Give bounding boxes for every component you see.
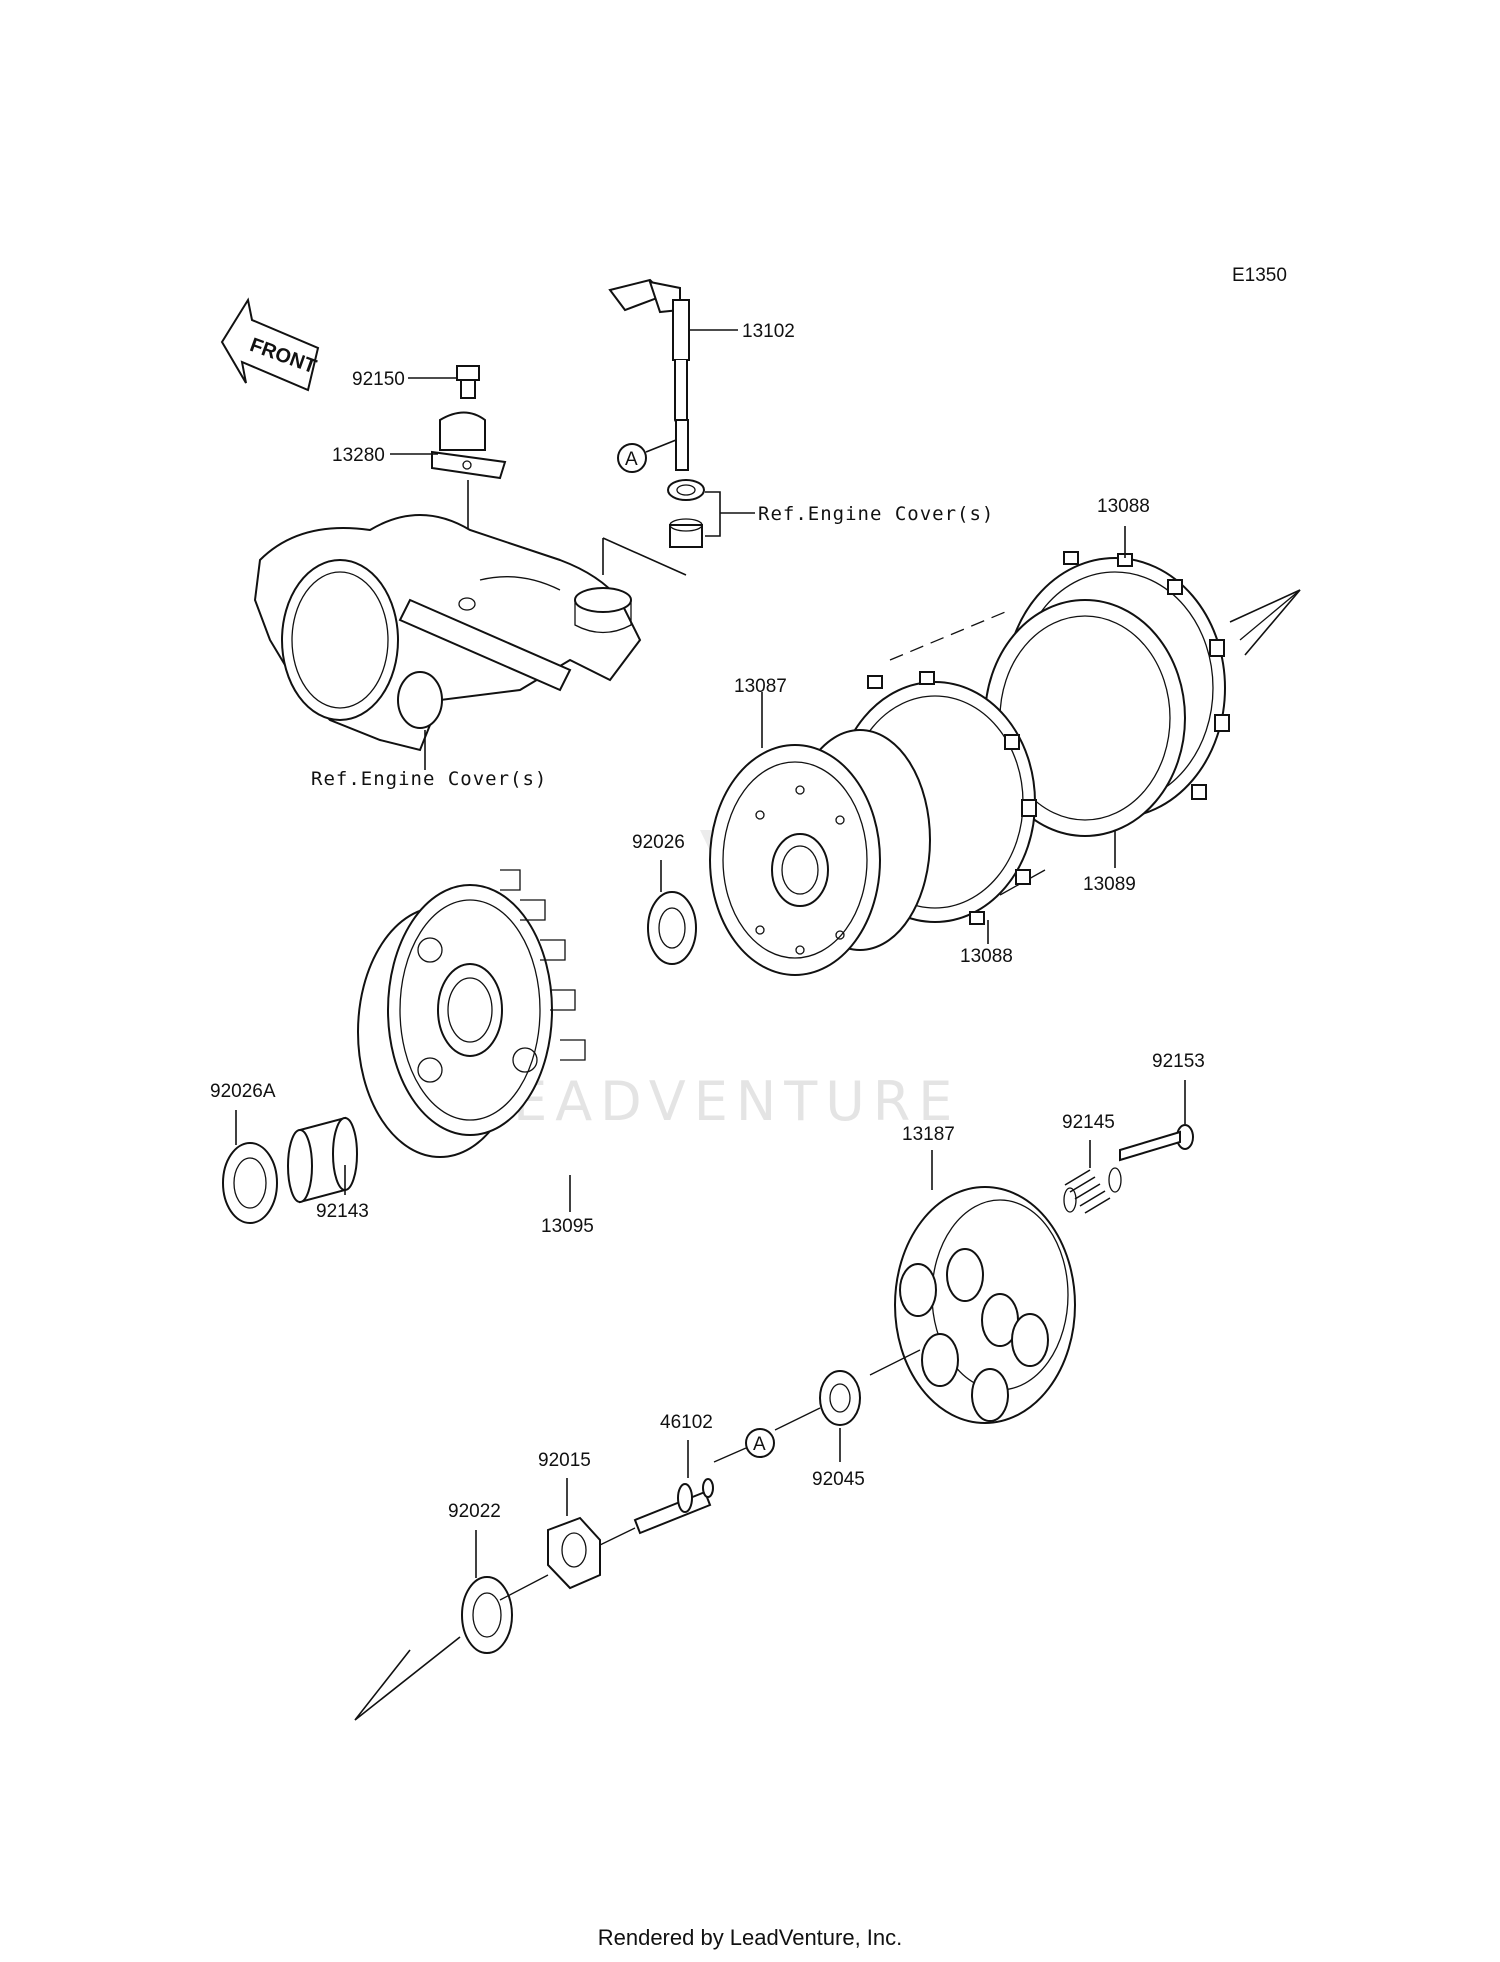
engine-cover — [253, 514, 642, 752]
label-46102: 46102 — [660, 1412, 713, 1433]
push-rod-46102 — [633, 1478, 714, 1535]
label-92015: 92015 — [538, 1450, 591, 1471]
label-13095: 13095 — [541, 1216, 594, 1237]
label-13089: 13089 — [1083, 874, 1136, 895]
ref-engine-cover-bottom: Ref.Engine Cover(s) — [311, 768, 547, 790]
label-13088-bottom: 13088 — [960, 946, 1013, 967]
washer-92026A — [222, 1142, 278, 1224]
clutch-housing-13095 — [357, 869, 586, 1158]
marker-a-top — [617, 443, 647, 473]
label-92045: 92045 — [812, 1469, 865, 1490]
ref-engine-cover-top: Ref.Engine Cover(s) — [758, 503, 994, 525]
label-13087: 13087 — [734, 676, 787, 697]
bolt-92153 — [1119, 1124, 1194, 1162]
label-92022: 92022 — [448, 1501, 501, 1522]
marker-a-bottom-text: A — [753, 1434, 766, 1455]
label-92153: 92153 — [1152, 1051, 1205, 1072]
marker-a-bottom — [745, 1428, 775, 1458]
label-92026A: 92026A — [210, 1081, 276, 1102]
label-92143: 92143 — [316, 1201, 369, 1222]
clutch-boss-13087 — [709, 729, 931, 976]
spring-92145 — [1063, 1167, 1122, 1214]
pressure-plate-13187 — [894, 1186, 1076, 1424]
bearing-92045 — [819, 1370, 861, 1426]
seal — [667, 479, 705, 501]
needle-bearing — [669, 524, 703, 548]
washer-92026 — [647, 891, 697, 965]
label-13102: 13102 — [742, 321, 795, 342]
footer-credit: Rendered by LeadVenture, Inc. — [597, 1925, 903, 1950]
bracket-13280 — [431, 411, 507, 480]
label-13187: 13187 — [902, 1124, 955, 1145]
washer-92022 — [461, 1576, 513, 1654]
label-92026: 92026 — [632, 832, 685, 853]
label-92145: 92145 — [1062, 1112, 1115, 1133]
label-13280: 13280 — [332, 445, 385, 466]
diagram-code: E1350 — [1232, 265, 1287, 286]
nut-92015 — [547, 1516, 601, 1590]
collar-92143 — [287, 1116, 358, 1204]
label-92150: 92150 — [352, 369, 405, 390]
marker-a-top-text: A — [625, 449, 638, 470]
shaft-13102 — [608, 278, 690, 471]
label-13088-top: 13088 — [1097, 496, 1150, 517]
watermark-text: LEADVENTURE — [475, 1070, 960, 1133]
front-arrow-icon: FRONT — [220, 297, 320, 392]
bolt-92150 — [456, 365, 480, 399]
